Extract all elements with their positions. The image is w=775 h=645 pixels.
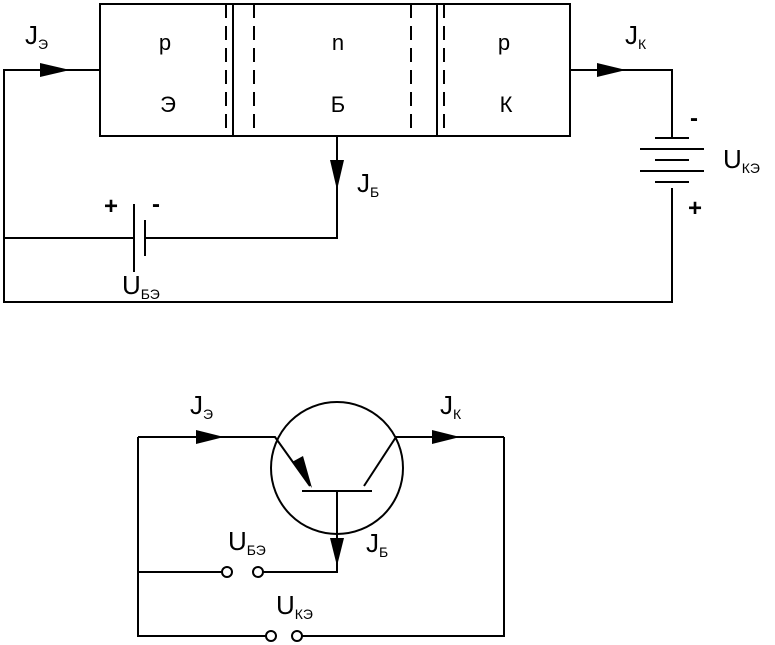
collector-current-arrow	[597, 63, 626, 77]
base-emitter-voltage-label: UБЭ	[122, 270, 160, 302]
collector-emitter-battery	[640, 137, 704, 183]
collector-current-label: JК	[625, 20, 647, 52]
symbol-emitter-return-wire	[137, 437, 266, 637]
symbol-collector-return-wire	[302, 437, 505, 637]
base-emitter-plus: +	[104, 193, 118, 220]
symbol-circuit: JЭ JК JБ UБЭ UКЭ	[137, 390, 505, 642]
emitter-current-arrow	[40, 63, 70, 77]
symbol-emitter-current-label: JЭ	[190, 390, 213, 422]
region-base-type: n	[332, 30, 344, 55]
region-collector-type: p	[498, 30, 510, 55]
region-emitter-electrode: Э	[160, 92, 176, 117]
symbol-collector-current-arrow	[432, 430, 460, 444]
structure-circuit: p Э n Б p К JЭ JК - + UКЭ JБ +	[3, 3, 760, 303]
region-base-electrode: Б	[331, 92, 345, 117]
region-emitter-type: p	[159, 30, 171, 55]
emitter-lead	[138, 436, 311, 487]
base-emitter-minus: -	[152, 191, 160, 218]
collector-emitter-minus: -	[690, 105, 698, 132]
symbol-base-current-arrow	[330, 538, 344, 566]
collector-lead	[363, 436, 504, 487]
collector-wire	[570, 69, 673, 137]
base-current-arrow	[330, 160, 344, 190]
emitter-current-label: JЭ	[25, 20, 48, 52]
base-emitter-terminal-right	[252, 566, 264, 578]
symbol-base-emitter-voltage-label: UБЭ	[228, 526, 266, 558]
collector-emitter-voltage-label: UКЭ	[723, 144, 760, 176]
emitter-outer-wire	[3, 69, 673, 303]
base-wire	[145, 136, 338, 239]
base-current-label: JБ	[357, 168, 379, 200]
symbol-collector-emitter-voltage-label: UКЭ	[276, 590, 313, 622]
collector-emitter-plus: +	[688, 195, 702, 222]
base-lead	[261, 491, 338, 573]
region-collector-electrode: К	[500, 92, 513, 117]
symbol-emitter-current-arrow	[196, 430, 224, 444]
collector-emitter-terminal-left	[265, 630, 277, 642]
symbol-collector-current-label: JК	[440, 390, 462, 422]
emitter-symbol-arrow	[292, 456, 312, 488]
symbol-base-current-label: JБ	[366, 528, 388, 560]
base-emitter-terminal-left	[221, 566, 233, 578]
collector-emitter-terminal-right	[291, 630, 303, 642]
